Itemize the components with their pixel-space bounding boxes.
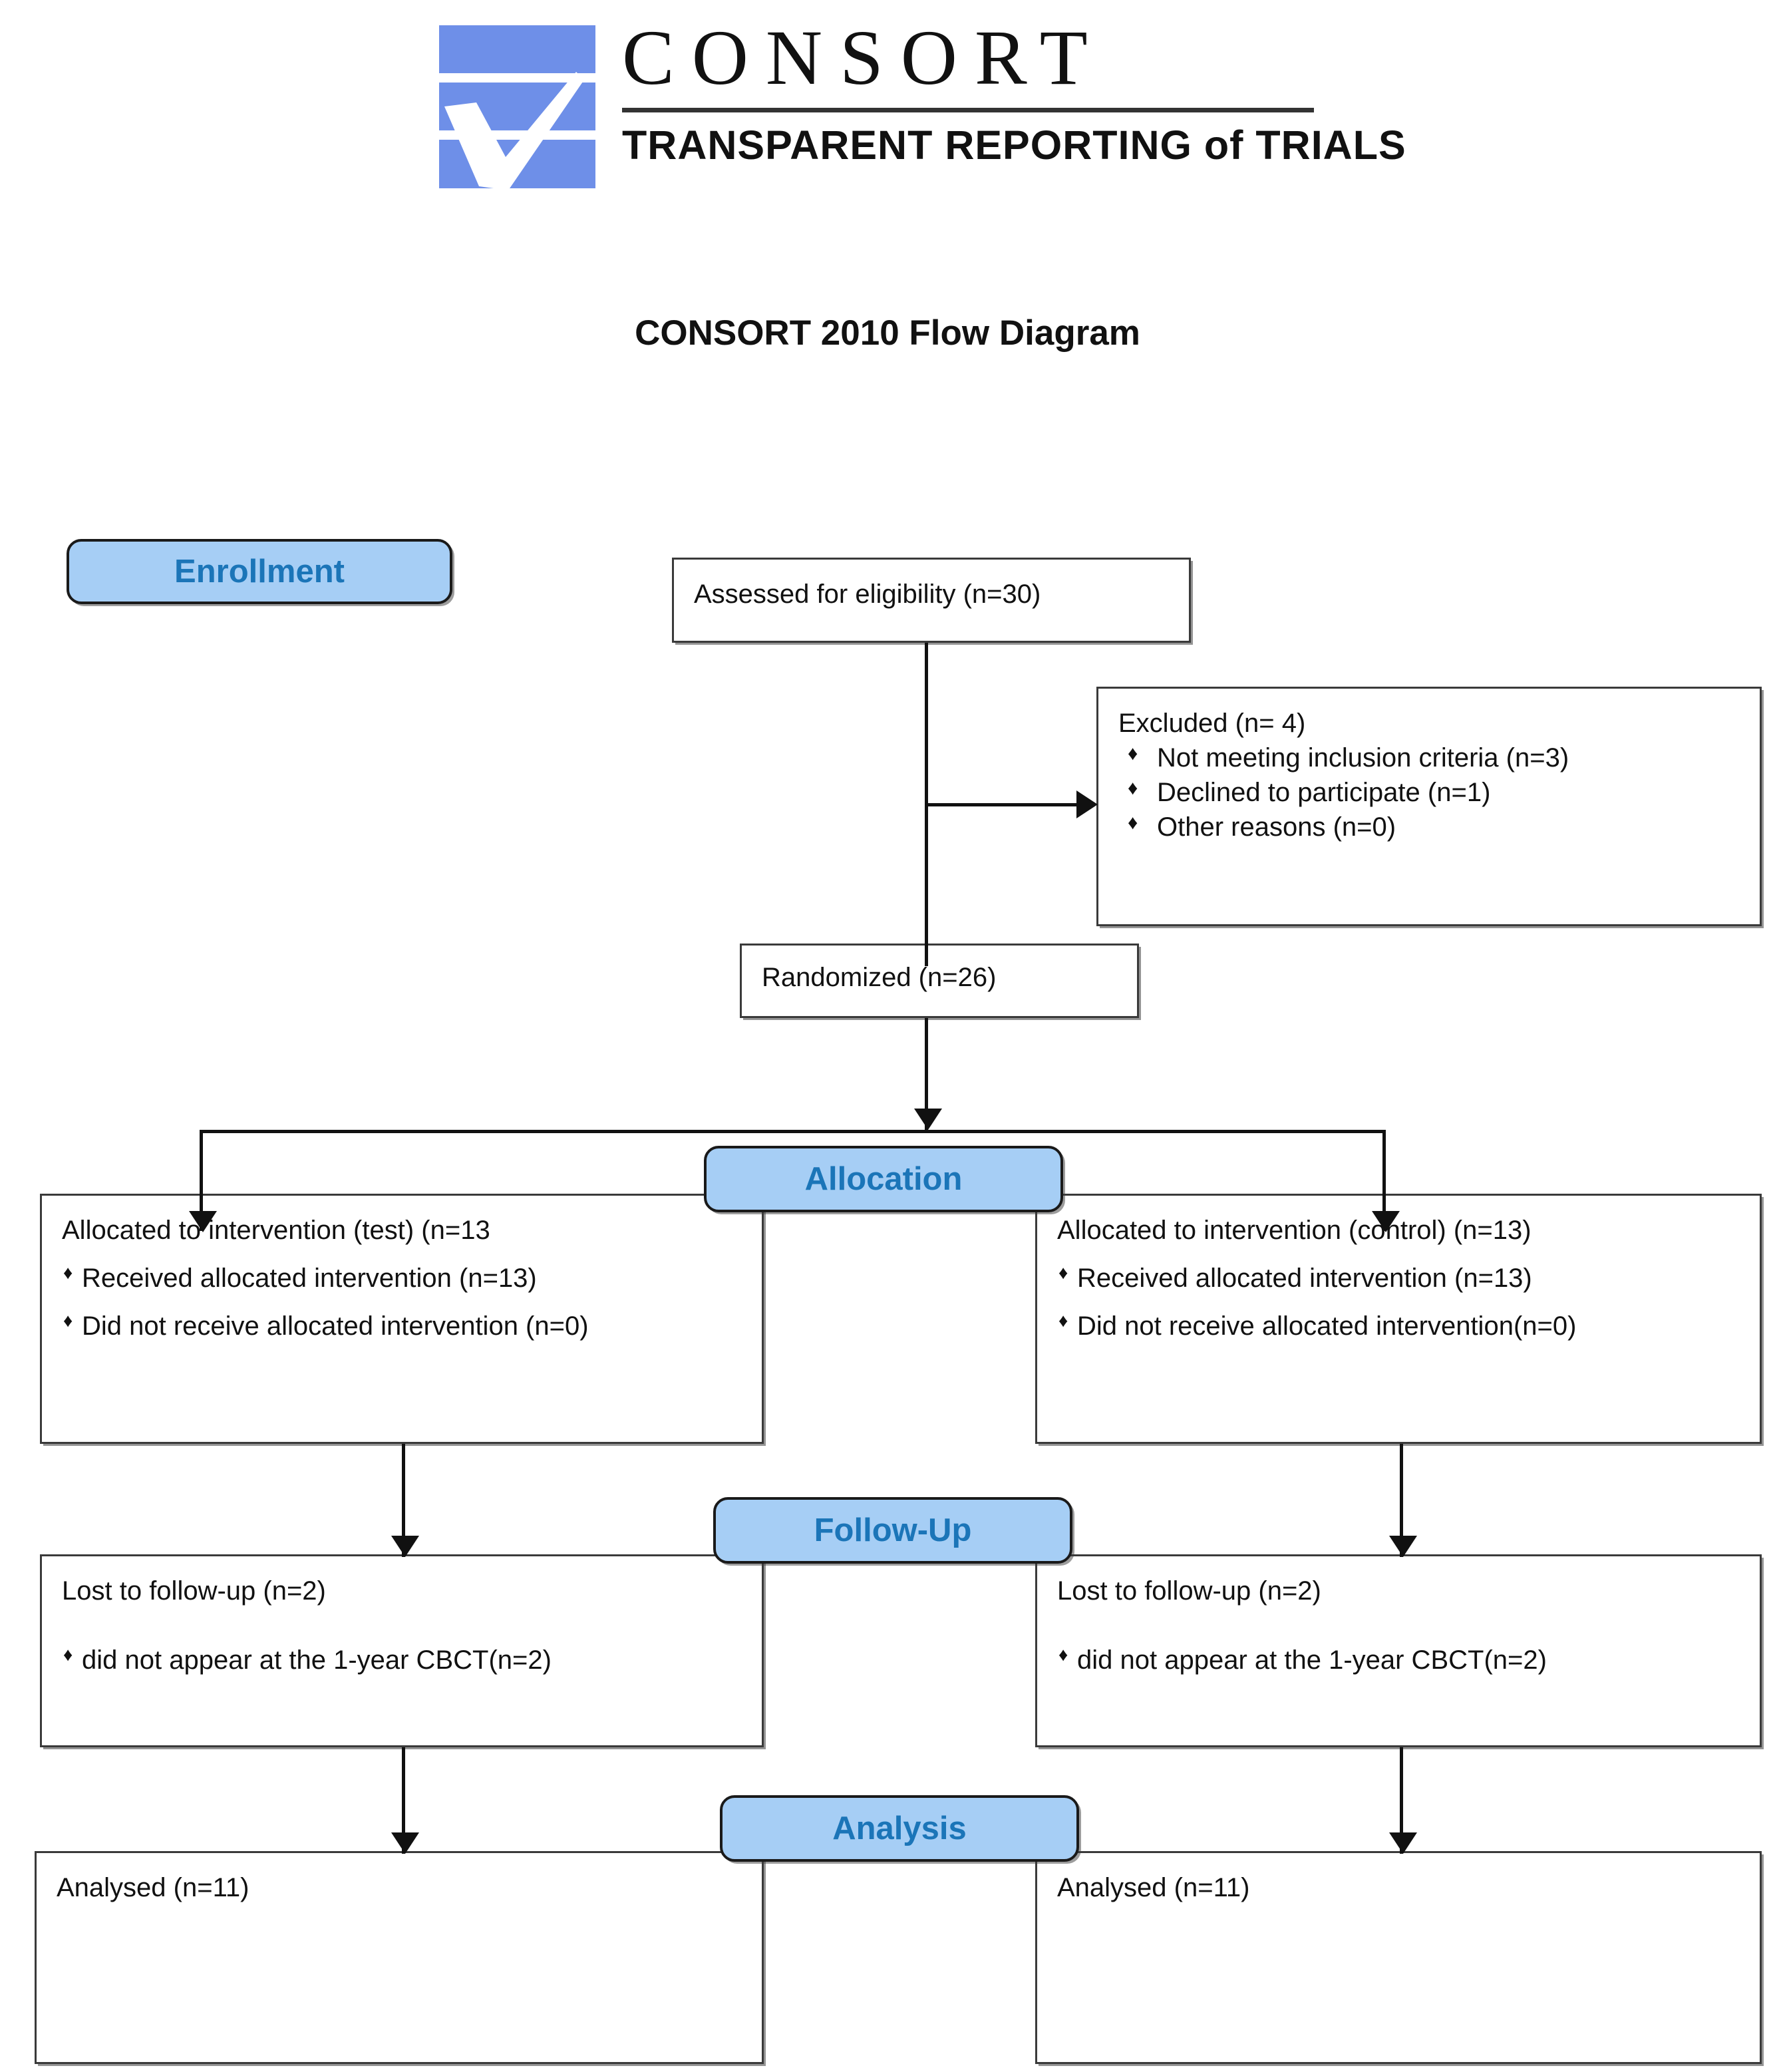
stage-badge-followup: Follow-Up: [713, 1497, 1072, 1564]
node-excluded: Excluded (n= 4) Not meeting inclusion cr…: [1096, 687, 1762, 926]
arrowhead-analysis-left: [391, 1832, 419, 1854]
connector-alloc-right-to-followup: [1400, 1444, 1403, 1557]
connector-alloc-left-to-followup: [402, 1444, 405, 1557]
logo-divider: [622, 108, 1314, 112]
connector-allocation-split-bar: [200, 1130, 1384, 1133]
arrowhead-allocation-right: [1372, 1211, 1400, 1232]
analysed-test-text: Analysed (n=11): [57, 1873, 249, 1902]
connector-to-excluded: [925, 803, 1078, 806]
stage-label-analysis: Analysis: [832, 1811, 967, 1846]
followup-control-heading: Lost to follow-up (n=2): [1057, 1576, 1321, 1606]
arrowhead-to-excluded: [1076, 790, 1098, 818]
list-item: Declined to participate (n=1): [1118, 775, 1740, 810]
node-analysed-control: Analysed (n=11): [1035, 1851, 1762, 2064]
logo-bar-top: [439, 25, 595, 73]
allocated-control-heading: Allocated to intervention (control) (n=1…: [1057, 1216, 1532, 1245]
stage-badge-analysis: Analysis: [720, 1795, 1079, 1862]
node-allocated-control: Allocated to intervention (control) (n=1…: [1035, 1194, 1762, 1444]
connector-randomized-down: [925, 1018, 928, 1130]
stage-label-enrollment: Enrollment: [174, 554, 345, 590]
list-item: Received allocated intervention (n=13): [1057, 1261, 1740, 1295]
arrowhead-randomized-split: [914, 1109, 942, 1130]
node-allocated-test: Allocated to intervention (test) (n=13 R…: [40, 1194, 764, 1444]
logo-wordmark: CONSORT: [622, 14, 1105, 101]
stage-badge-allocation: Allocation: [704, 1146, 1063, 1212]
node-followup-test: Lost to follow-up (n=2) did not appear a…: [40, 1554, 764, 1747]
stage-label-allocation: Allocation: [804, 1161, 963, 1197]
allocated-test-heading: Allocated to intervention (test) (n=13: [62, 1216, 490, 1245]
stage-badge-enrollment: Enrollment: [67, 539, 452, 604]
consort-logo: CONSORT TRANSPARENT REPORTING of TRIALS: [439, 14, 1406, 218]
arrowhead-followup-right: [1389, 1536, 1417, 1557]
excluded-heading: Excluded (n= 4): [1118, 709, 1306, 738]
logo-tagline: TRANSPARENT REPORTING of TRIALS: [622, 122, 1406, 168]
arrowhead-analysis-right: [1389, 1832, 1417, 1854]
randomized-text: Randomized (n=26): [762, 963, 997, 992]
node-randomized: Randomized (n=26): [740, 944, 1139, 1018]
list-item: Received allocated intervention (n=13): [62, 1261, 742, 1295]
followup-test-list: did not appear at the 1-year CBCT(n=2): [62, 1643, 742, 1677]
consort-logo-checkmark-icon: [439, 25, 595, 190]
arrowhead-followup-left: [391, 1536, 419, 1557]
allocated-control-list: Received allocated intervention (n=13) D…: [1057, 1261, 1740, 1343]
node-followup-control: Lost to follow-up (n=2) did not appear a…: [1035, 1554, 1762, 1747]
connector-followup-left-to-analysis: [402, 1747, 405, 1854]
list-item: did not appear at the 1-year CBCT(n=2): [1057, 1643, 1740, 1677]
stage-label-followup: Follow-Up: [814, 1512, 972, 1548]
check-icon: [444, 72, 584, 190]
list-item: Other reasons (n=0): [1118, 810, 1740, 844]
list-item: Not meeting inclusion criteria (n=3): [1118, 741, 1740, 775]
list-item: Did not receive allocated intervention (…: [62, 1309, 742, 1343]
list-item: did not appear at the 1-year CBCT(n=2): [62, 1643, 742, 1677]
allocated-test-list: Received allocated intervention (n=13) D…: [62, 1261, 742, 1343]
arrowhead-allocation-left: [189, 1211, 217, 1232]
excluded-reason-list: Not meeting inclusion criteria (n=3) Dec…: [1118, 741, 1740, 844]
connector-allocation-left-drop: [200, 1130, 203, 1231]
analysed-control-text: Analysed (n=11): [1057, 1873, 1250, 1902]
connector-followup-right-to-analysis: [1400, 1747, 1403, 1854]
connector-allocation-right-drop: [1382, 1130, 1386, 1231]
logo-text-block: CONSORT TRANSPARENT REPORTING of TRIALS: [622, 14, 1406, 168]
node-analysed-test: Analysed (n=11): [35, 1851, 764, 2064]
assessed-text: Assessed for eligibility (n=30): [694, 580, 1041, 609]
followup-control-list: did not appear at the 1-year CBCT(n=2): [1057, 1643, 1740, 1677]
page-title: CONSORT 2010 Flow Diagram: [635, 313, 1140, 353]
list-item: Did not receive allocated intervention(n…: [1057, 1309, 1740, 1343]
followup-test-heading: Lost to follow-up (n=2): [62, 1576, 326, 1606]
node-assessed-for-eligibility: Assessed for eligibility (n=30): [672, 558, 1191, 643]
